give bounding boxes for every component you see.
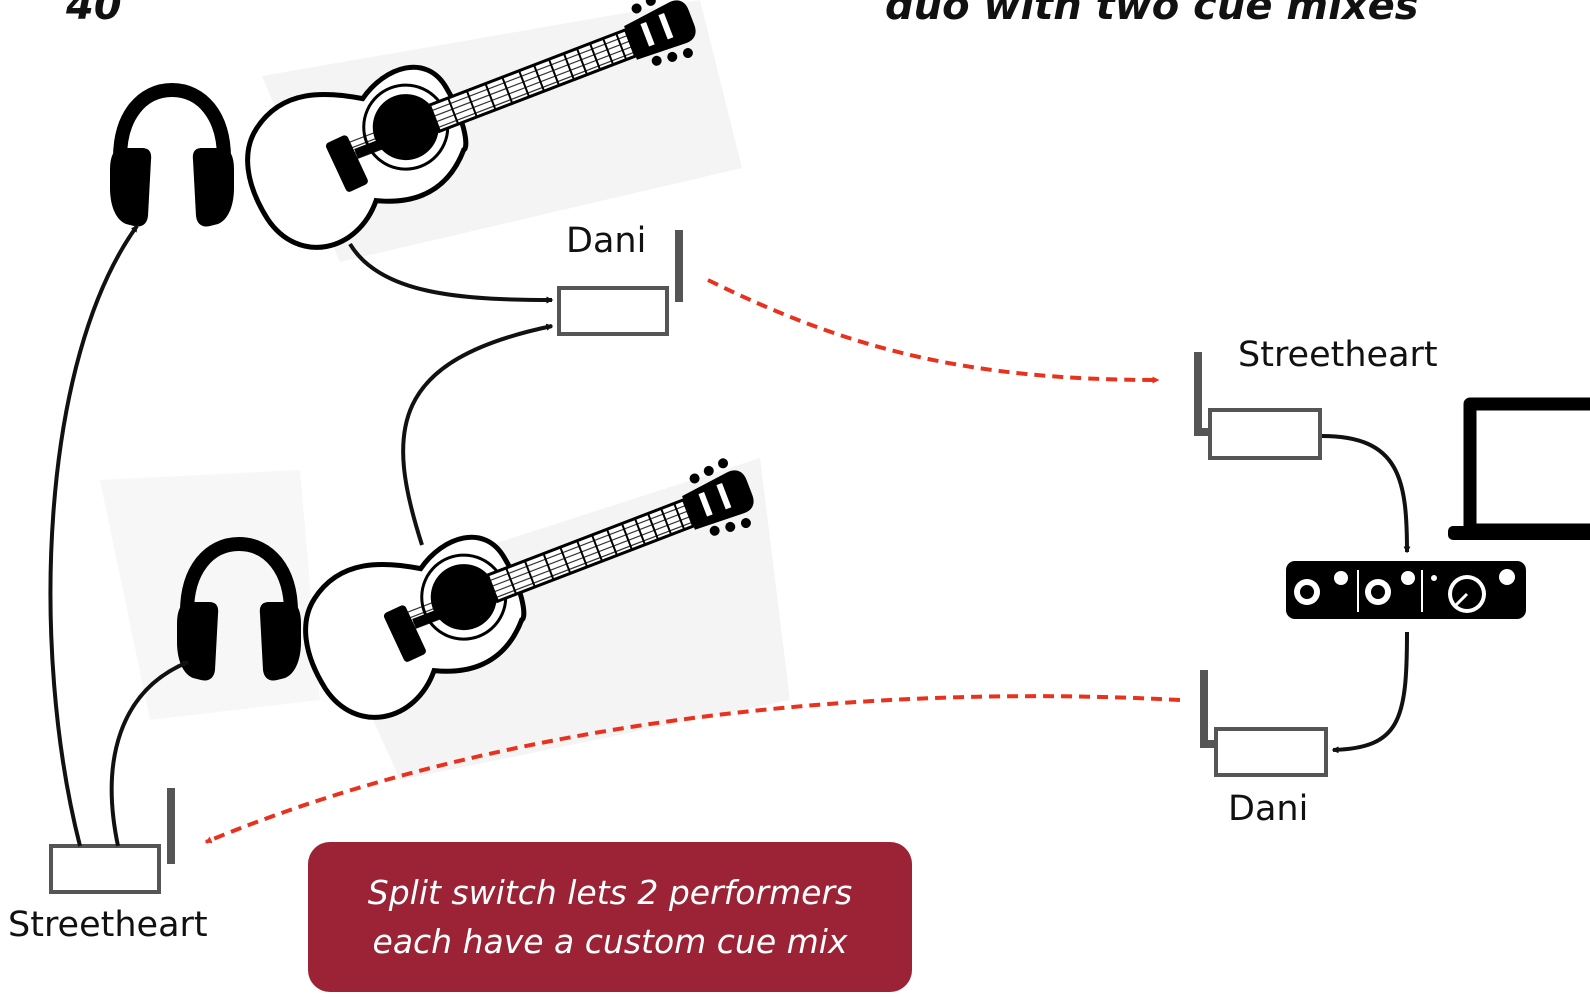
laptop-icon bbox=[1448, 397, 1590, 540]
heading-fragment-right: duo with two cue mixes bbox=[885, 0, 1419, 29]
headphones-icon bbox=[110, 90, 234, 227]
heading-fragment-left: 40 bbox=[66, 0, 122, 29]
split-switch-callout: Split switch lets 2 performers each have… bbox=[308, 842, 912, 992]
wireless-receiver-icon bbox=[49, 788, 175, 894]
wireless-transmitter-icon bbox=[557, 230, 683, 336]
cable-guitar-to-transmitter bbox=[401, 323, 554, 546]
wireless-transmitter-icon bbox=[1200, 670, 1328, 777]
dani-transmitter-label: Dani bbox=[566, 221, 647, 261]
guitar-photo-backdrop bbox=[320, 458, 790, 780]
wireless-receiver-icon bbox=[1194, 352, 1322, 460]
audio-interface-icon bbox=[1286, 561, 1526, 619]
cable-receiver-to-headphones bbox=[48, 224, 139, 847]
cable-interface-to-transmitter bbox=[1331, 631, 1409, 754]
callout-line-2: each have a custom cue mix bbox=[372, 922, 848, 961]
dani-receiver-label: Dani bbox=[1228, 789, 1309, 829]
streetheart-transmitter-label: Streetheart bbox=[8, 905, 208, 945]
cable-receiver-to-interface bbox=[1321, 434, 1411, 554]
callout-line-1: Split switch lets 2 performers bbox=[367, 872, 853, 912]
streetheart-receiver-label: Streetheart bbox=[1238, 335, 1438, 375]
wireless-link-streetheart bbox=[204, 694, 1181, 844]
wireless-link-dani bbox=[707, 278, 1160, 384]
cable-guitar-to-transmitter bbox=[348, 242, 554, 304]
cable-receiver-to-headphones bbox=[109, 660, 190, 847]
